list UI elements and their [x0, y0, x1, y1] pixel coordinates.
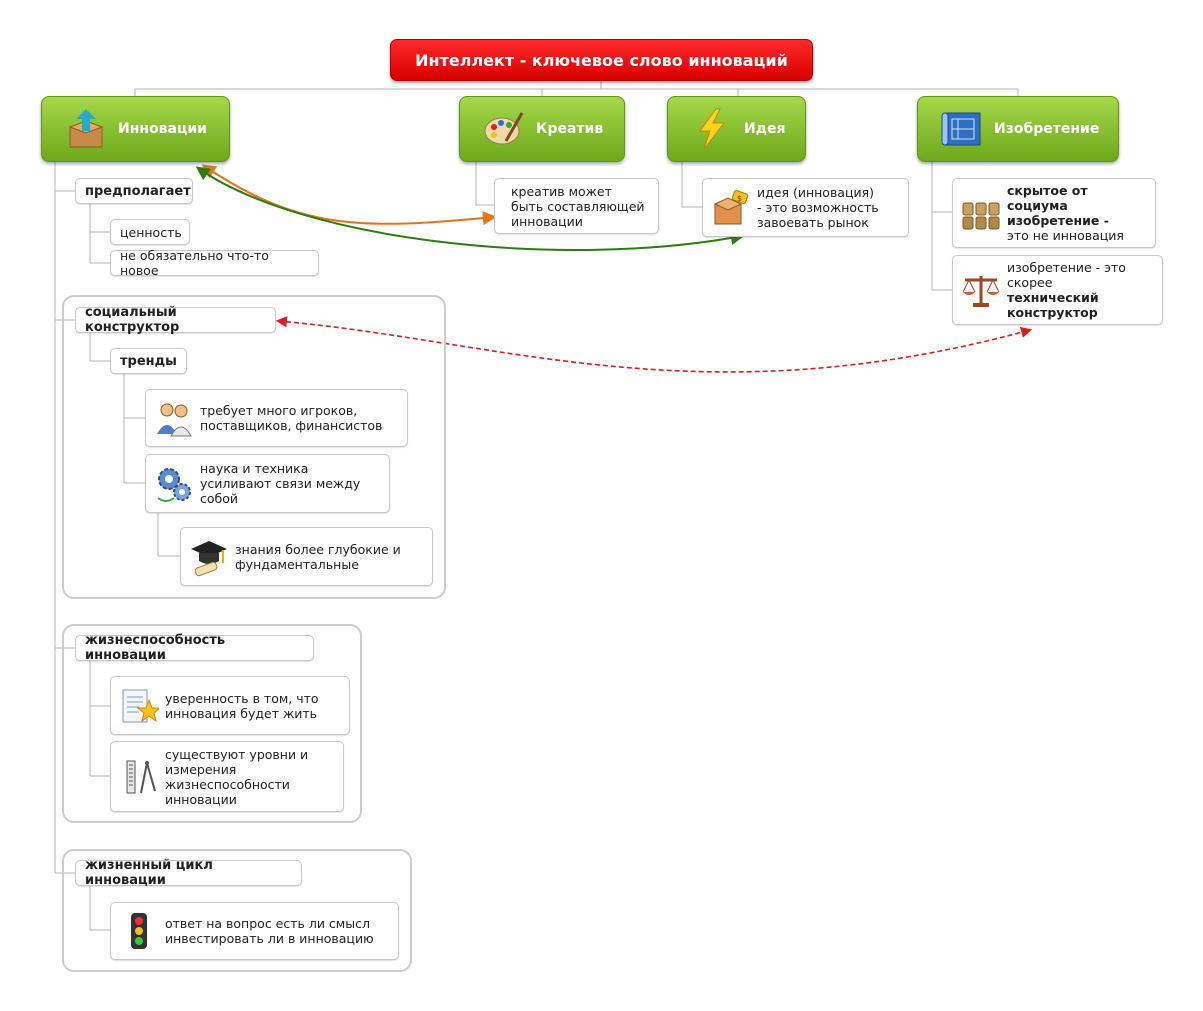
- subtopic-not-necessarily-new[interactable]: не обязательно что-то новое: [110, 248, 319, 278]
- svg-text:$: $: [737, 194, 742, 203]
- subtopic-viability-label: жизнеспособность инновации: [85, 633, 226, 663]
- card-science-tech-text: наука и техника усиливают связи между со…: [200, 461, 361, 506]
- subtopic-trends[interactable]: тренды: [110, 348, 187, 374]
- subtopic-presupposes[interactable]: предполагает: [75, 178, 193, 204]
- palette-icon: [482, 107, 526, 151]
- subtopic-lifecycle-label: жизненный цикл инновации: [85, 858, 213, 888]
- boundary-viability: [62, 624, 362, 823]
- document-star-icon: [119, 686, 159, 726]
- card-knowledge-text: знания более глубокие и фундаментальные: [235, 541, 401, 572]
- card-creative-note[interactable]: креатив может быть составляющей инноваци…: [494, 178, 659, 234]
- subtopic-social-constructor[interactable]: социальный конструктор: [75, 305, 276, 335]
- card-confidence-text: уверенность в том, что инновация будет ж…: [165, 690, 319, 721]
- topic-invention[interactable]: Изобретение: [917, 96, 1119, 162]
- card-technical-constructor[interactable]: изобретение - это скорее технический кон…: [952, 255, 1163, 325]
- card-hidden-invention-bold: скрытое от социума изобретение -: [1007, 183, 1109, 228]
- subtopic-value-label: ценность: [120, 224, 182, 240]
- scales-icon: [961, 270, 1001, 310]
- graduation-cap-icon: [189, 537, 229, 577]
- subtopic-social-constructor-label: социальный конструктор: [85, 305, 180, 335]
- people-icon: [154, 398, 194, 438]
- relation-arrow-green: [195, 166, 745, 251]
- topic-innovations-label: Инновации: [118, 121, 207, 137]
- card-creative-note-text: креатив может быть составляющей инноваци…: [511, 183, 645, 229]
- card-levels[interactable]: существуют уровни и измерения жизнеспосо…: [110, 741, 344, 812]
- card-idea-note-text: идея (инновация) - это возможность завое…: [757, 185, 879, 230]
- relation-arrow-red-dashed: [275, 316, 1033, 373]
- card-technical-constructor-plain: изобретение - это скорее: [1007, 260, 1126, 290]
- subtopic-lifecycle[interactable]: жизненный цикл инновации: [75, 858, 302, 888]
- traffic-light-icon: [119, 911, 159, 951]
- subtopic-not-necessarily-new-label: не обязательно что-то новое: [120, 248, 269, 278]
- gears-icon: [154, 464, 194, 504]
- central-topic[interactable]: Интеллект - ключевое слово инноваций: [390, 39, 813, 81]
- central-topic-label: Интеллект - ключевое слово инноваций: [415, 50, 788, 70]
- topic-invention-label: Изобретение: [994, 121, 1100, 137]
- card-hidden-invention[interactable]: скрытое от социума изобретение - это не …: [952, 178, 1156, 248]
- price-box-icon: $: [711, 188, 751, 228]
- card-many-players[interactable]: требует много игроков, поставщиков, фина…: [145, 389, 408, 447]
- topic-creative[interactable]: Креатив: [459, 96, 625, 162]
- theater-seats-icon: [961, 193, 1001, 233]
- card-invest-answer[interactable]: ответ на вопрос есть ли смысл инвестиров…: [110, 902, 399, 960]
- boundary-lifecycle: [62, 849, 412, 972]
- subtopic-presupposes-label: предполагает: [85, 183, 191, 199]
- subtopic-viability[interactable]: жизнеспособность инновации: [75, 633, 314, 663]
- blueprint-icon: [940, 107, 984, 151]
- card-levels-text: существуют уровни и измерения жизнеспосо…: [165, 746, 309, 807]
- lightning-icon: [690, 107, 734, 151]
- boundary-social-constructor: [62, 295, 446, 599]
- topic-idea[interactable]: Идея: [667, 96, 806, 162]
- card-technical-constructor-bold: технический конструктор: [1007, 290, 1099, 320]
- drafting-tools-icon: [119, 757, 159, 797]
- card-science-tech[interactable]: наука и техника усиливают связи между со…: [145, 454, 390, 513]
- card-hidden-invention-rest: это не инновация: [1007, 228, 1124, 243]
- card-many-players-text: требует много игроков, поставщиков, фина…: [200, 403, 383, 433]
- topic-idea-label: Идея: [744, 121, 786, 137]
- subtopic-value[interactable]: ценность: [110, 219, 190, 245]
- box-upload-icon: [64, 107, 108, 151]
- subtopic-trends-label: тренды: [120, 353, 177, 369]
- card-invest-answer-text: ответ на вопрос есть ли смысл инвестиров…: [165, 916, 374, 946]
- card-idea-note[interactable]: $ идея (инновация) - это возможность зав…: [702, 178, 909, 237]
- topic-innovations[interactable]: Инновации: [41, 96, 230, 162]
- card-confidence[interactable]: уверенность в том, что инновация будет ж…: [110, 676, 350, 735]
- card-knowledge[interactable]: знания более глубокие и фундаментальные: [180, 527, 433, 586]
- topic-creative-label: Креатив: [536, 121, 604, 137]
